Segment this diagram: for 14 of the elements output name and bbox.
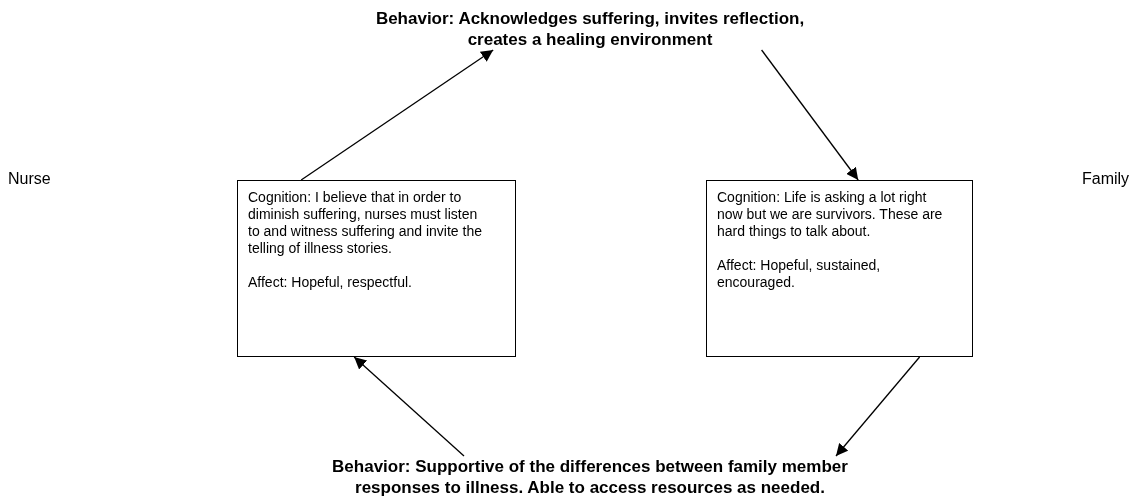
role-label: Nurse [8,170,51,188]
box-text: Cognition: Life is asking a lot right now but we are survivors. These are hard things to talk about. [717,189,944,240]
box-text: Affect: Hopeful, respectful. [248,274,413,291]
behavior-text: Behavior: Supportive of the differences between family member responses to illness. Able to access resources as needed. [290,456,890,498]
arrow [760,49,859,181]
arrow [353,356,465,457]
box-text: Affect: Hopeful, sustained, encouraged. [717,257,882,291]
text-box [706,180,973,357]
text-box [237,180,516,357]
behavior-text: Behavior: Acknowledges suffering, invites reflection, creates a healing environment [370,8,810,50]
role-label: Family [1082,170,1130,188]
arrow [835,356,921,457]
arrow [300,49,494,181]
box-text: Cognition: I believe that in order to diminish suffering, nurses must listen to and witness suffering and invite the telling of illness stories. [248,189,483,257]
